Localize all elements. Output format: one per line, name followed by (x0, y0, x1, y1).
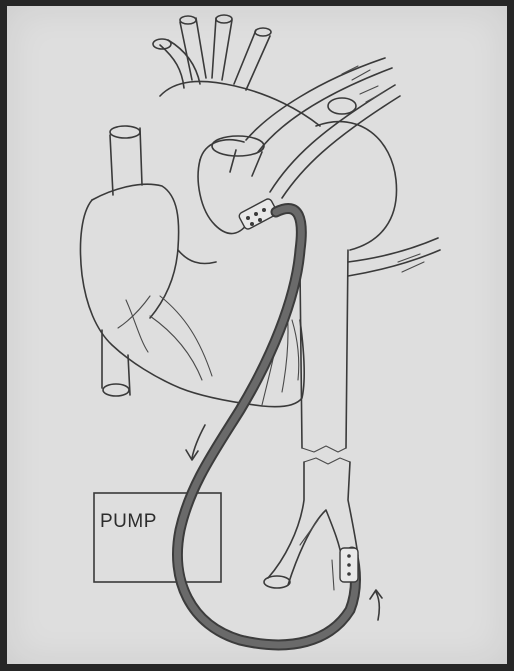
aortic-root (200, 136, 264, 176)
flow-arrow-up (370, 590, 382, 620)
pump-label: PUMP (100, 511, 190, 541)
aortic-arch-branches (153, 15, 320, 126)
heart-outline (80, 160, 304, 407)
side-cannula (348, 238, 440, 276)
arterial-cannula-tubes (246, 58, 400, 198)
flow-arrow-down (186, 425, 205, 460)
femoral-cannula-tip (340, 548, 358, 582)
descending-aorta (300, 122, 397, 452)
